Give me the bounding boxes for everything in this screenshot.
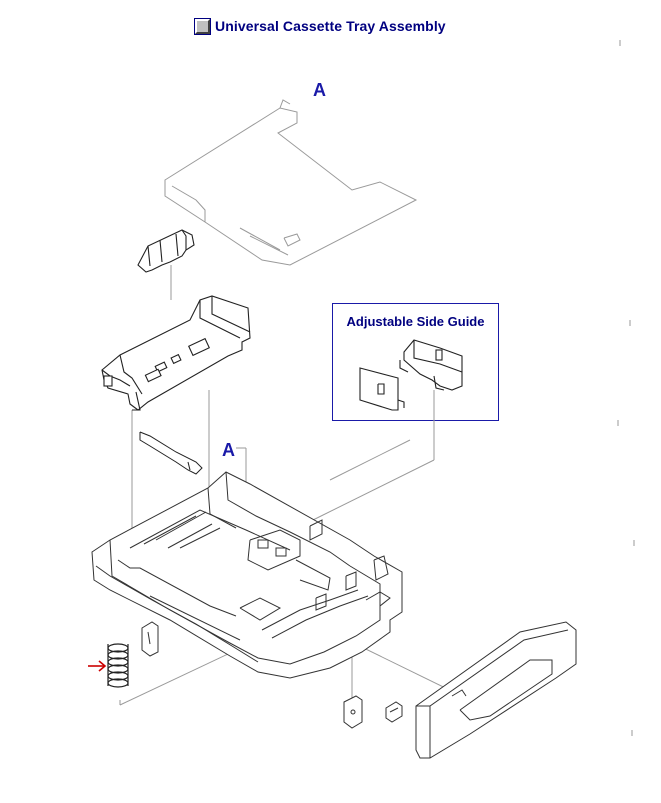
inset-title: Adjustable Side Guide bbox=[346, 314, 485, 329]
tray-front-panel bbox=[415, 621, 577, 759]
cassette-tray-body bbox=[91, 471, 403, 679]
leader-line bbox=[329, 439, 411, 481]
tray-cover-plate bbox=[164, 99, 418, 266]
square-button-icon[interactable] bbox=[195, 18, 210, 34]
rear-guide-bracket bbox=[137, 229, 195, 273]
callout-a-middle: A bbox=[222, 440, 235, 460]
callout-a-top: A bbox=[313, 80, 326, 100]
red-arrow-icon bbox=[88, 660, 107, 672]
page-title: Universal Cassette Tray Assembly bbox=[215, 18, 446, 34]
page-header: Universal Cassette Tray Assembly bbox=[195, 16, 446, 36]
tray-spring bbox=[107, 643, 129, 688]
side-guide-inset: Adjustable Side Guide bbox=[332, 303, 499, 421]
lower-bracket bbox=[343, 695, 363, 729]
adjustable-side-guide-part bbox=[359, 339, 463, 411]
small-clip bbox=[385, 701, 403, 723]
tray-tab bbox=[141, 621, 159, 657]
side-guide-assembly bbox=[101, 295, 251, 411]
tray-lever bbox=[139, 431, 203, 475]
leader-line bbox=[312, 459, 435, 521]
